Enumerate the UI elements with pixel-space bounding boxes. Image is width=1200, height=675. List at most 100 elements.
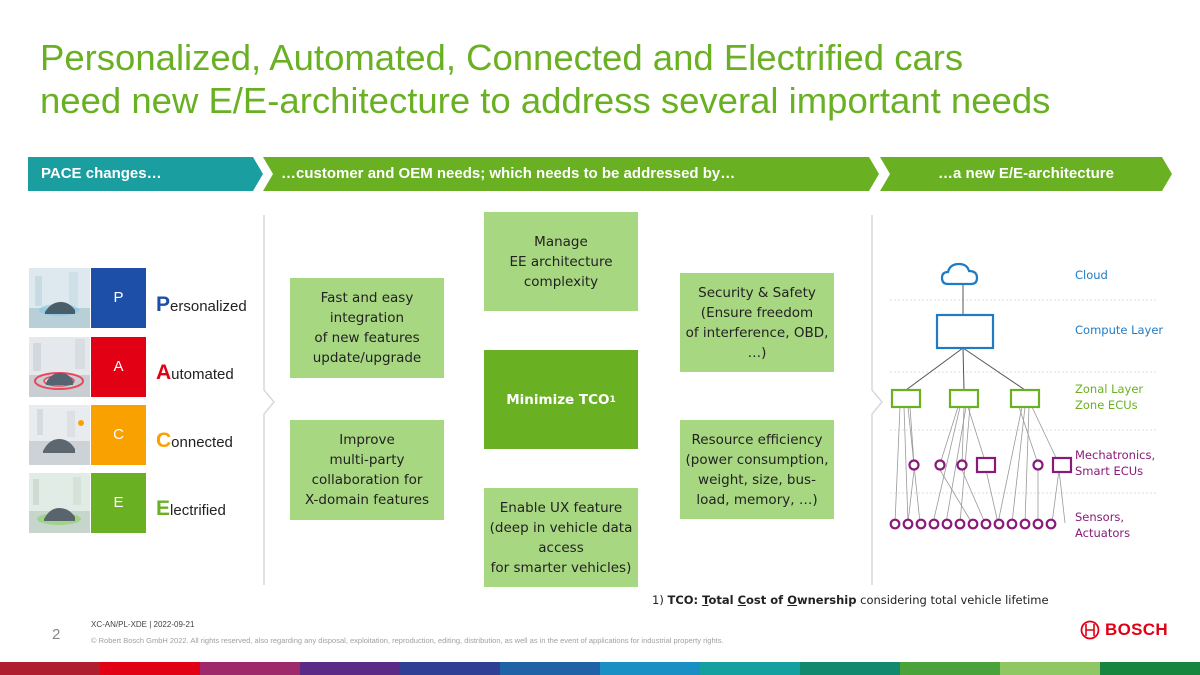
automated-car-image	[29, 337, 90, 397]
footnote-ost-of: ost of	[746, 593, 788, 607]
strip-segment	[400, 662, 500, 675]
footnote-otal: otal	[708, 593, 738, 607]
right-separator-chevron	[871, 215, 883, 585]
pace-initial-a: A	[156, 361, 172, 384]
label-zonal-line2: Zone ECUs	[1075, 398, 1138, 412]
strip-segment	[1100, 662, 1200, 675]
banner-needs: …customer and OEM needs; which needs to …	[263, 157, 879, 191]
pace-letter-a: A	[91, 337, 146, 397]
copyright-notice: © Robert Bosch GmbH 2022. All rights res…	[91, 636, 724, 645]
sensor-node	[941, 518, 953, 530]
need-collaboration: Improve multi-party collaboration for X-…	[290, 420, 444, 520]
footnote-rest: considering total vehicle lifetime	[856, 593, 1049, 607]
strip-segment	[800, 662, 900, 675]
need-security-safety-text: Security & Safety (Ensure freedom of int…	[685, 284, 829, 361]
strip-segment	[1000, 662, 1100, 675]
footnote-t: T	[702, 593, 709, 607]
title-line-2: need new E/E-architecture to address sev…	[40, 80, 1051, 121]
pace-letter-c-text: C	[113, 426, 124, 443]
sensor-node	[967, 518, 979, 530]
need-fast-integration: Fast and easy integration of new feature…	[290, 278, 444, 378]
strip-segment	[300, 662, 400, 675]
label-zonal-line1: Zonal Layer	[1075, 382, 1144, 396]
pace-word-electrified: Electrified	[156, 497, 226, 521]
label-compute-layer: Compute Layer	[1075, 322, 1163, 338]
pace-letter-p: P	[91, 268, 146, 328]
pace-letter-p-text: P	[113, 289, 124, 306]
tco-footnote: 1) TCO: Total Cost of Ownership consider…	[652, 593, 1049, 607]
footnote-wnership: wnership	[796, 593, 857, 607]
strip-segment	[500, 662, 600, 675]
pace-letter-a-text: A	[113, 358, 124, 375]
sensor-node	[915, 518, 927, 530]
title-line-1: Personalized, Automated, Connected and E…	[40, 37, 964, 78]
need-fast-integration-text: Fast and easy integration of new feature…	[312, 290, 422, 366]
label-mechatronics: Mechatronics,Smart ECUs	[1075, 447, 1155, 479]
need-ux-feature-text: Enable UX feature (deep in vehicle data …	[489, 499, 633, 576]
pace-rest-e: lectrified	[170, 502, 226, 519]
ee-architecture-diagram	[889, 262, 1158, 530]
need-security-safety: Security & Safety (Ensure freedom of int…	[680, 273, 834, 372]
bosch-logo: BOSCH	[1080, 620, 1168, 640]
left-separator-chevron	[263, 215, 275, 585]
compute-node	[935, 313, 995, 350]
smart-ecu-node	[908, 459, 920, 471]
sensor-node	[993, 518, 1005, 530]
need-resource-efficiency-text: Resource efficiency (power consumption, …	[685, 431, 829, 508]
need-manage-complexity: Manage EE architecture complexity	[484, 212, 638, 311]
bosch-armature-icon	[1080, 620, 1100, 640]
pace-rest-p: ersonalized	[170, 298, 247, 315]
label-sensors-line2: Actuators	[1075, 526, 1131, 540]
label-compute-text: Compute Layer	[1075, 323, 1164, 337]
need-tco-text: Minimize TCO	[506, 391, 610, 408]
strip-segment	[600, 662, 700, 675]
pace-word-connected: Connected	[156, 429, 233, 453]
banner-new-architecture: …a new E/E-architecture	[880, 157, 1172, 191]
pace-rest-c: onnected	[171, 434, 233, 451]
sensor-node	[928, 518, 940, 530]
slide-title: Personalized, Automated, Connected and E…	[40, 36, 1050, 122]
sensor-node	[889, 518, 901, 530]
strip-segment	[900, 662, 1000, 675]
pace-initial-c: C	[156, 429, 172, 452]
footnote-o: O	[787, 593, 797, 607]
pace-word-personalized: Personalized	[156, 293, 247, 317]
cloud-icon	[940, 262, 979, 286]
zonal-node	[948, 388, 980, 409]
label-mech-line1: Mechatronics,	[1075, 448, 1156, 462]
need-resource-efficiency: Resource efficiency (power consumption, …	[680, 420, 834, 519]
label-sensors-line1: Sensors,	[1075, 510, 1125, 524]
strip-segment	[700, 662, 800, 675]
zonal-node	[1009, 388, 1041, 409]
smart-ecu-node	[934, 459, 946, 471]
pace-initial-e: E	[156, 497, 171, 520]
footnote-c: C	[737, 593, 747, 607]
smart-ecu-node	[956, 459, 968, 471]
pace-initial-p: P	[156, 293, 171, 316]
sensor-node	[902, 518, 914, 530]
smart-ecu-node	[1032, 459, 1044, 471]
brand-color-strip	[0, 662, 1200, 675]
connected-car-image	[29, 405, 90, 465]
strip-segment	[100, 662, 200, 675]
pace-word-automated: Automated	[156, 361, 234, 385]
strip-segment	[0, 662, 100, 675]
smart-ecu-node	[1051, 456, 1073, 474]
footnote-marker: 1)	[652, 593, 668, 607]
zonal-node	[890, 388, 922, 409]
need-manage-complexity-text: Manage EE architecture complexity	[509, 233, 613, 290]
pace-letter-c: C	[91, 405, 146, 465]
pace-letter-e: E	[91, 473, 146, 533]
label-cloud: Cloud	[1075, 267, 1108, 283]
footnote-tco: TCO:	[667, 593, 703, 607]
sensor-node	[1032, 518, 1044, 530]
need-ux-feature: Enable UX feature (deep in vehicle data …	[484, 488, 638, 587]
banner-pace-changes: PACE changes…	[28, 157, 263, 191]
smart-ecu-node	[975, 456, 997, 474]
sensor-node	[1045, 518, 1057, 530]
electrified-car-image	[29, 473, 90, 533]
pace-letter-e-text: E	[113, 494, 124, 511]
label-cloud-text: Cloud	[1075, 268, 1108, 282]
